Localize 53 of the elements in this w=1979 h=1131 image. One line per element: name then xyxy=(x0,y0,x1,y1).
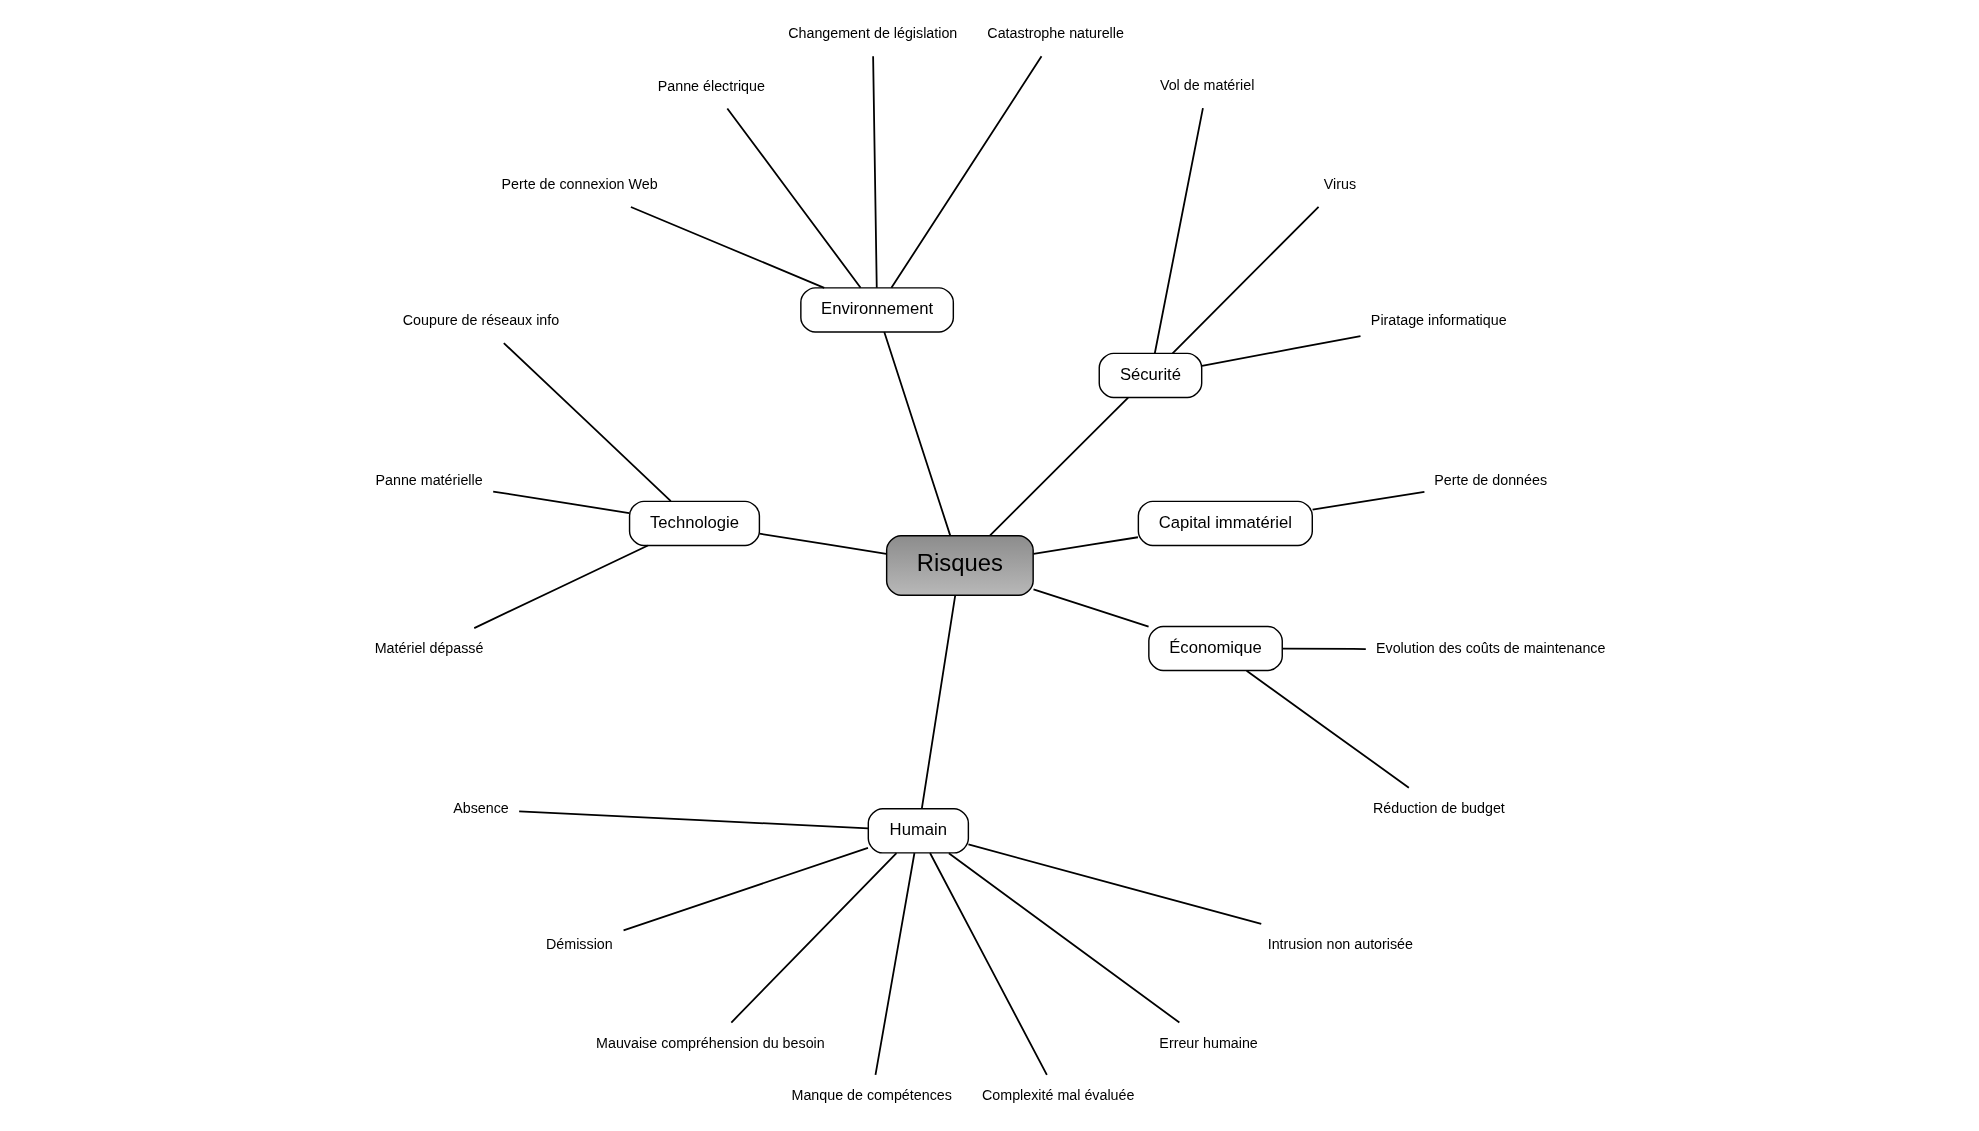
node-text: Vol de matériel xyxy=(1159,77,1254,94)
connector xyxy=(1311,491,1425,511)
connector xyxy=(472,544,649,629)
connector xyxy=(491,490,630,514)
node-text: Perte de connexion Web xyxy=(500,176,658,193)
connector xyxy=(871,55,878,289)
connector xyxy=(928,852,1048,1076)
node-text: Complexité mal évaluée xyxy=(981,1087,1134,1104)
node-text: Catastrophe naturelle xyxy=(986,25,1124,42)
connector xyxy=(1153,107,1204,355)
node-text: Manque de compétences xyxy=(791,1087,952,1104)
connector xyxy=(1171,206,1319,355)
node-text: Changement de législation xyxy=(787,25,957,42)
connector xyxy=(947,852,1180,1024)
connector xyxy=(1245,669,1410,789)
connector xyxy=(920,594,956,810)
connector xyxy=(758,532,887,555)
connector xyxy=(502,342,672,502)
node-box: Environnement xyxy=(799,287,954,333)
connector xyxy=(622,846,869,932)
node-text: Erreur humaine xyxy=(1158,1034,1258,1051)
connector xyxy=(1281,647,1367,650)
connector xyxy=(1032,536,1139,555)
connector xyxy=(874,852,915,1076)
connector xyxy=(967,843,1262,925)
node-text: Intrusion non autorisée xyxy=(1267,936,1413,953)
node-box: Sécurité xyxy=(1098,352,1202,399)
node-text: Coupure de réseaux info xyxy=(402,312,559,329)
node-box: Économique xyxy=(1147,625,1283,672)
node-text: Panne électrique xyxy=(657,77,765,94)
node-box: Technologie xyxy=(628,500,760,547)
node-text: Perte de données xyxy=(1433,472,1547,489)
connector xyxy=(988,396,1129,537)
node-text: Absence xyxy=(452,800,509,817)
connector xyxy=(629,206,825,289)
node-text: Evolution des coûts de maintenance xyxy=(1375,640,1605,657)
node-box: Humain xyxy=(867,808,969,854)
connector xyxy=(882,331,951,537)
connector xyxy=(890,55,1042,289)
node-text: Mauvaise compréhension du besoin xyxy=(595,1034,825,1051)
node-text: Virus xyxy=(1323,176,1356,193)
node-text: Piratage informatique xyxy=(1370,312,1507,329)
node-text: Démission xyxy=(545,936,613,953)
connector xyxy=(1200,335,1361,367)
node-box: Risques xyxy=(885,534,1034,596)
node-text: Réduction de budget xyxy=(1372,800,1505,817)
connector xyxy=(1032,588,1149,628)
node-text: Matériel dépassé xyxy=(374,640,483,657)
node-box: Capital immatériel xyxy=(1137,500,1313,547)
connector xyxy=(729,852,897,1024)
connector xyxy=(517,810,869,830)
connector xyxy=(725,107,861,289)
node-text: Panne matérielle xyxy=(375,472,483,489)
